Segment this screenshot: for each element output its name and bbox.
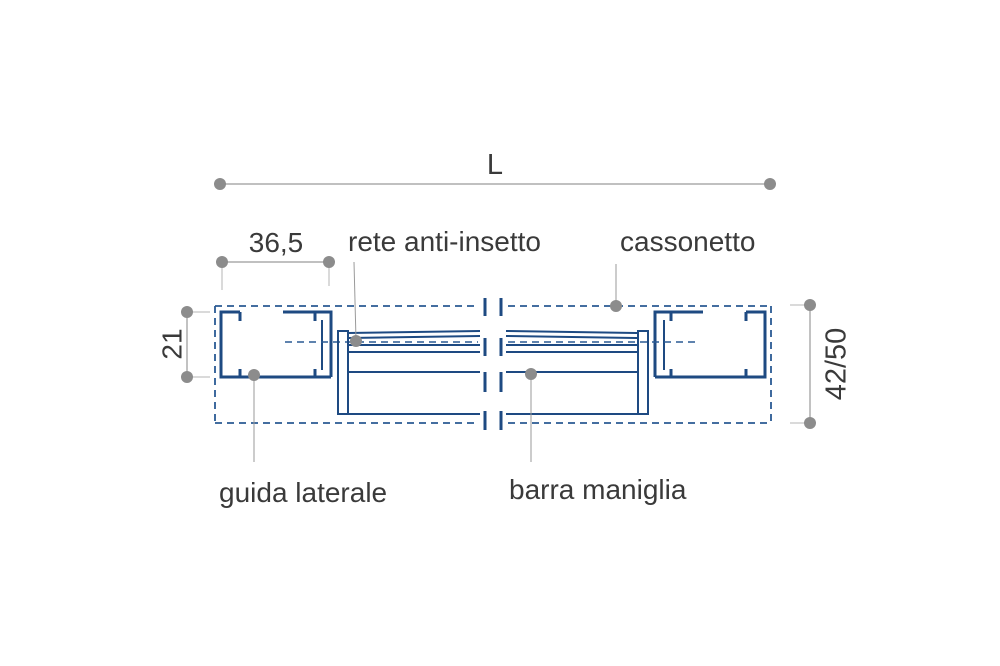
side-guide-dot — [248, 369, 260, 381]
box-height-top-dot — [804, 299, 816, 311]
callout-side-guide: guida laterale — [219, 369, 387, 508]
width-dimension: L — [214, 149, 776, 190]
width-dim-start-dot — [214, 178, 226, 190]
cassette-dot — [610, 300, 622, 312]
width-label: L — [487, 149, 503, 181]
break-marks — [483, 298, 503, 430]
guide-width-dimension: 36,5 — [216, 227, 335, 290]
guide-depth-dimension: 21 — [156, 306, 210, 383]
side-guide-label: guida laterale — [219, 477, 387, 508]
guide-depth-bottom-dot — [181, 371, 193, 383]
guide-width-start-dot — [216, 256, 228, 268]
callout-screen-mesh: rete anti-insetto — [348, 226, 541, 347]
handle-bar-dot — [525, 368, 537, 380]
screen-mesh-label: rete anti-insetto — [348, 226, 541, 257]
right-side-guide — [653, 310, 767, 379]
callout-cassette: cassonetto — [610, 226, 755, 312]
box-height-label: 42/50 — [821, 328, 853, 401]
guide-depth-label: 21 — [156, 328, 187, 359]
screen-mesh-dot — [350, 335, 362, 347]
handle-bar-right — [505, 330, 649, 415]
callout-handle-bar: barra maniglia — [509, 368, 687, 505]
width-dim-end-dot — [764, 178, 776, 190]
guide-depth-top-dot — [181, 306, 193, 318]
cassette-label: cassonetto — [620, 226, 755, 257]
guide-width-end-dot — [323, 256, 335, 268]
left-side-guide — [219, 310, 333, 379]
box-height-bottom-dot — [804, 417, 816, 429]
handle-bar-label: barra maniglia — [509, 474, 687, 505]
handle-bar-left — [337, 330, 481, 415]
guide-width-label: 36,5 — [249, 227, 304, 258]
box-height-dimension: 42/50 — [790, 299, 853, 429]
cassette-outline — [214, 305, 772, 424]
